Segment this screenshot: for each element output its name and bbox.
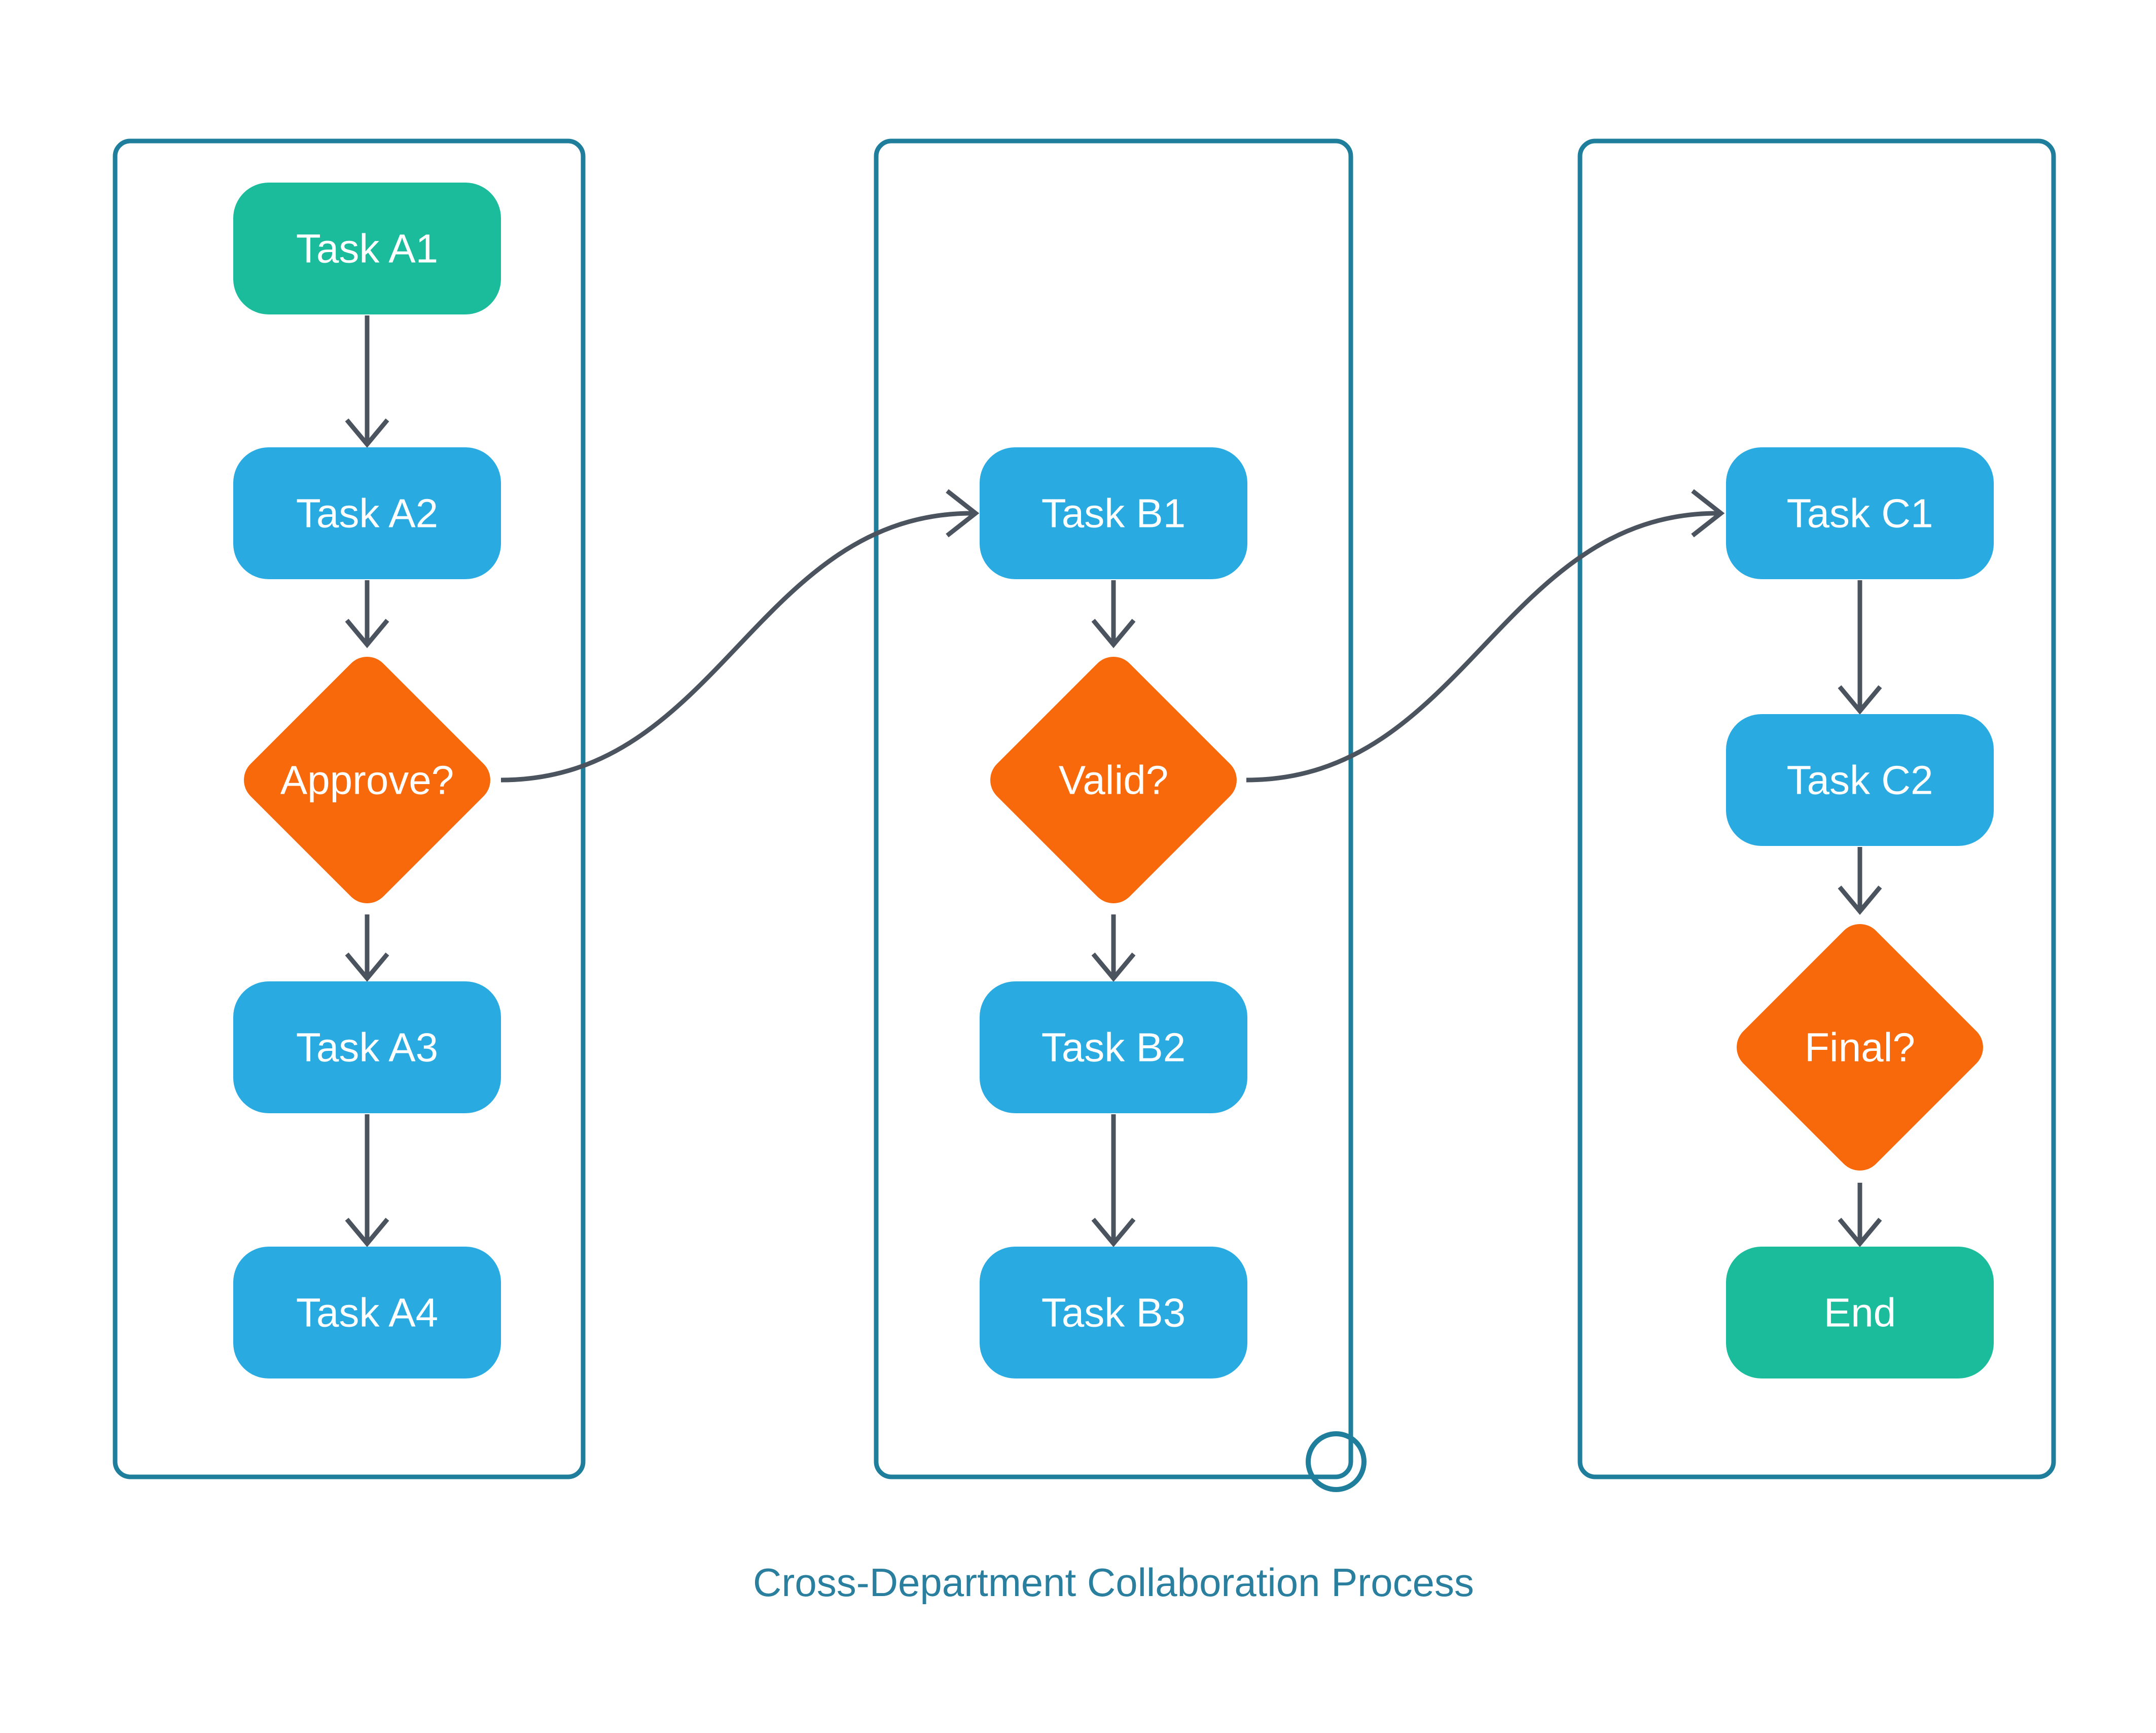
lane-corner-loop-decoration [1306, 1431, 1367, 1492]
arrow-final-to-end [1838, 1183, 1882, 1248]
diagram-title: Cross-Department Collaboration Process [753, 1560, 1474, 1605]
arrow-c1-to-c2 [1838, 580, 1882, 715]
node-end-shape [1726, 1247, 1994, 1378]
arrow-a3-to-a4 [345, 1114, 389, 1248]
node-end-label: End [1824, 1290, 1896, 1335]
node-approve-shape [244, 657, 490, 903]
node-task-c2-shape [1726, 714, 1994, 846]
arrow-approve-to-a3 [345, 914, 389, 982]
node-task-b3-shape [980, 1247, 1247, 1378]
node-final-shape [1737, 924, 1983, 1171]
node-task-b2-label: Task B2 [1041, 1025, 1186, 1070]
node-task-a2-shape [233, 447, 501, 579]
node-task-a2-label: Task A2 [296, 491, 438, 536]
arrow-b1-to-valid [1091, 580, 1136, 649]
node-task-a4-shape [233, 1247, 501, 1378]
arrow-c2-to-final [1838, 847, 1882, 915]
arrow-valid-to-c1-curve [1246, 489, 1725, 783]
node-task-a3-shape [233, 981, 501, 1113]
swimlane-c [1577, 138, 2056, 1479]
swimlane-a [113, 138, 586, 1479]
node-task-b3-label: Task B3 [1041, 1290, 1186, 1335]
node-task-a3-label: Task A3 [296, 1025, 438, 1070]
swimlane-b [874, 138, 1353, 1479]
arrow-approve-to-b1-curve [500, 489, 980, 783]
arrow-valid-to-b2 [1091, 914, 1136, 982]
node-task-c2-label: Task C2 [1787, 758, 1933, 803]
node-task-a1-label: Task A1 [296, 226, 438, 271]
arrow-a1-to-a2 [345, 315, 389, 448]
node-task-a4-label: Task A4 [296, 1290, 438, 1335]
arrow-a2-to-approve [345, 580, 389, 649]
node-task-b2-shape [980, 981, 1247, 1113]
node-task-b1-shape [980, 447, 1247, 579]
node-task-a1-shape [233, 183, 501, 314]
node-approve-label: Approve? [280, 758, 454, 803]
node-valid-label: Valid? [1059, 758, 1168, 803]
node-task-b1-label: Task B1 [1041, 491, 1186, 536]
node-task-c1-shape [1726, 447, 1994, 579]
node-final-label: Final? [1805, 1025, 1915, 1070]
node-valid-shape [990, 657, 1237, 903]
node-task-c1-label: Task C1 [1787, 491, 1933, 536]
arrow-b2-to-b3 [1091, 1114, 1136, 1248]
